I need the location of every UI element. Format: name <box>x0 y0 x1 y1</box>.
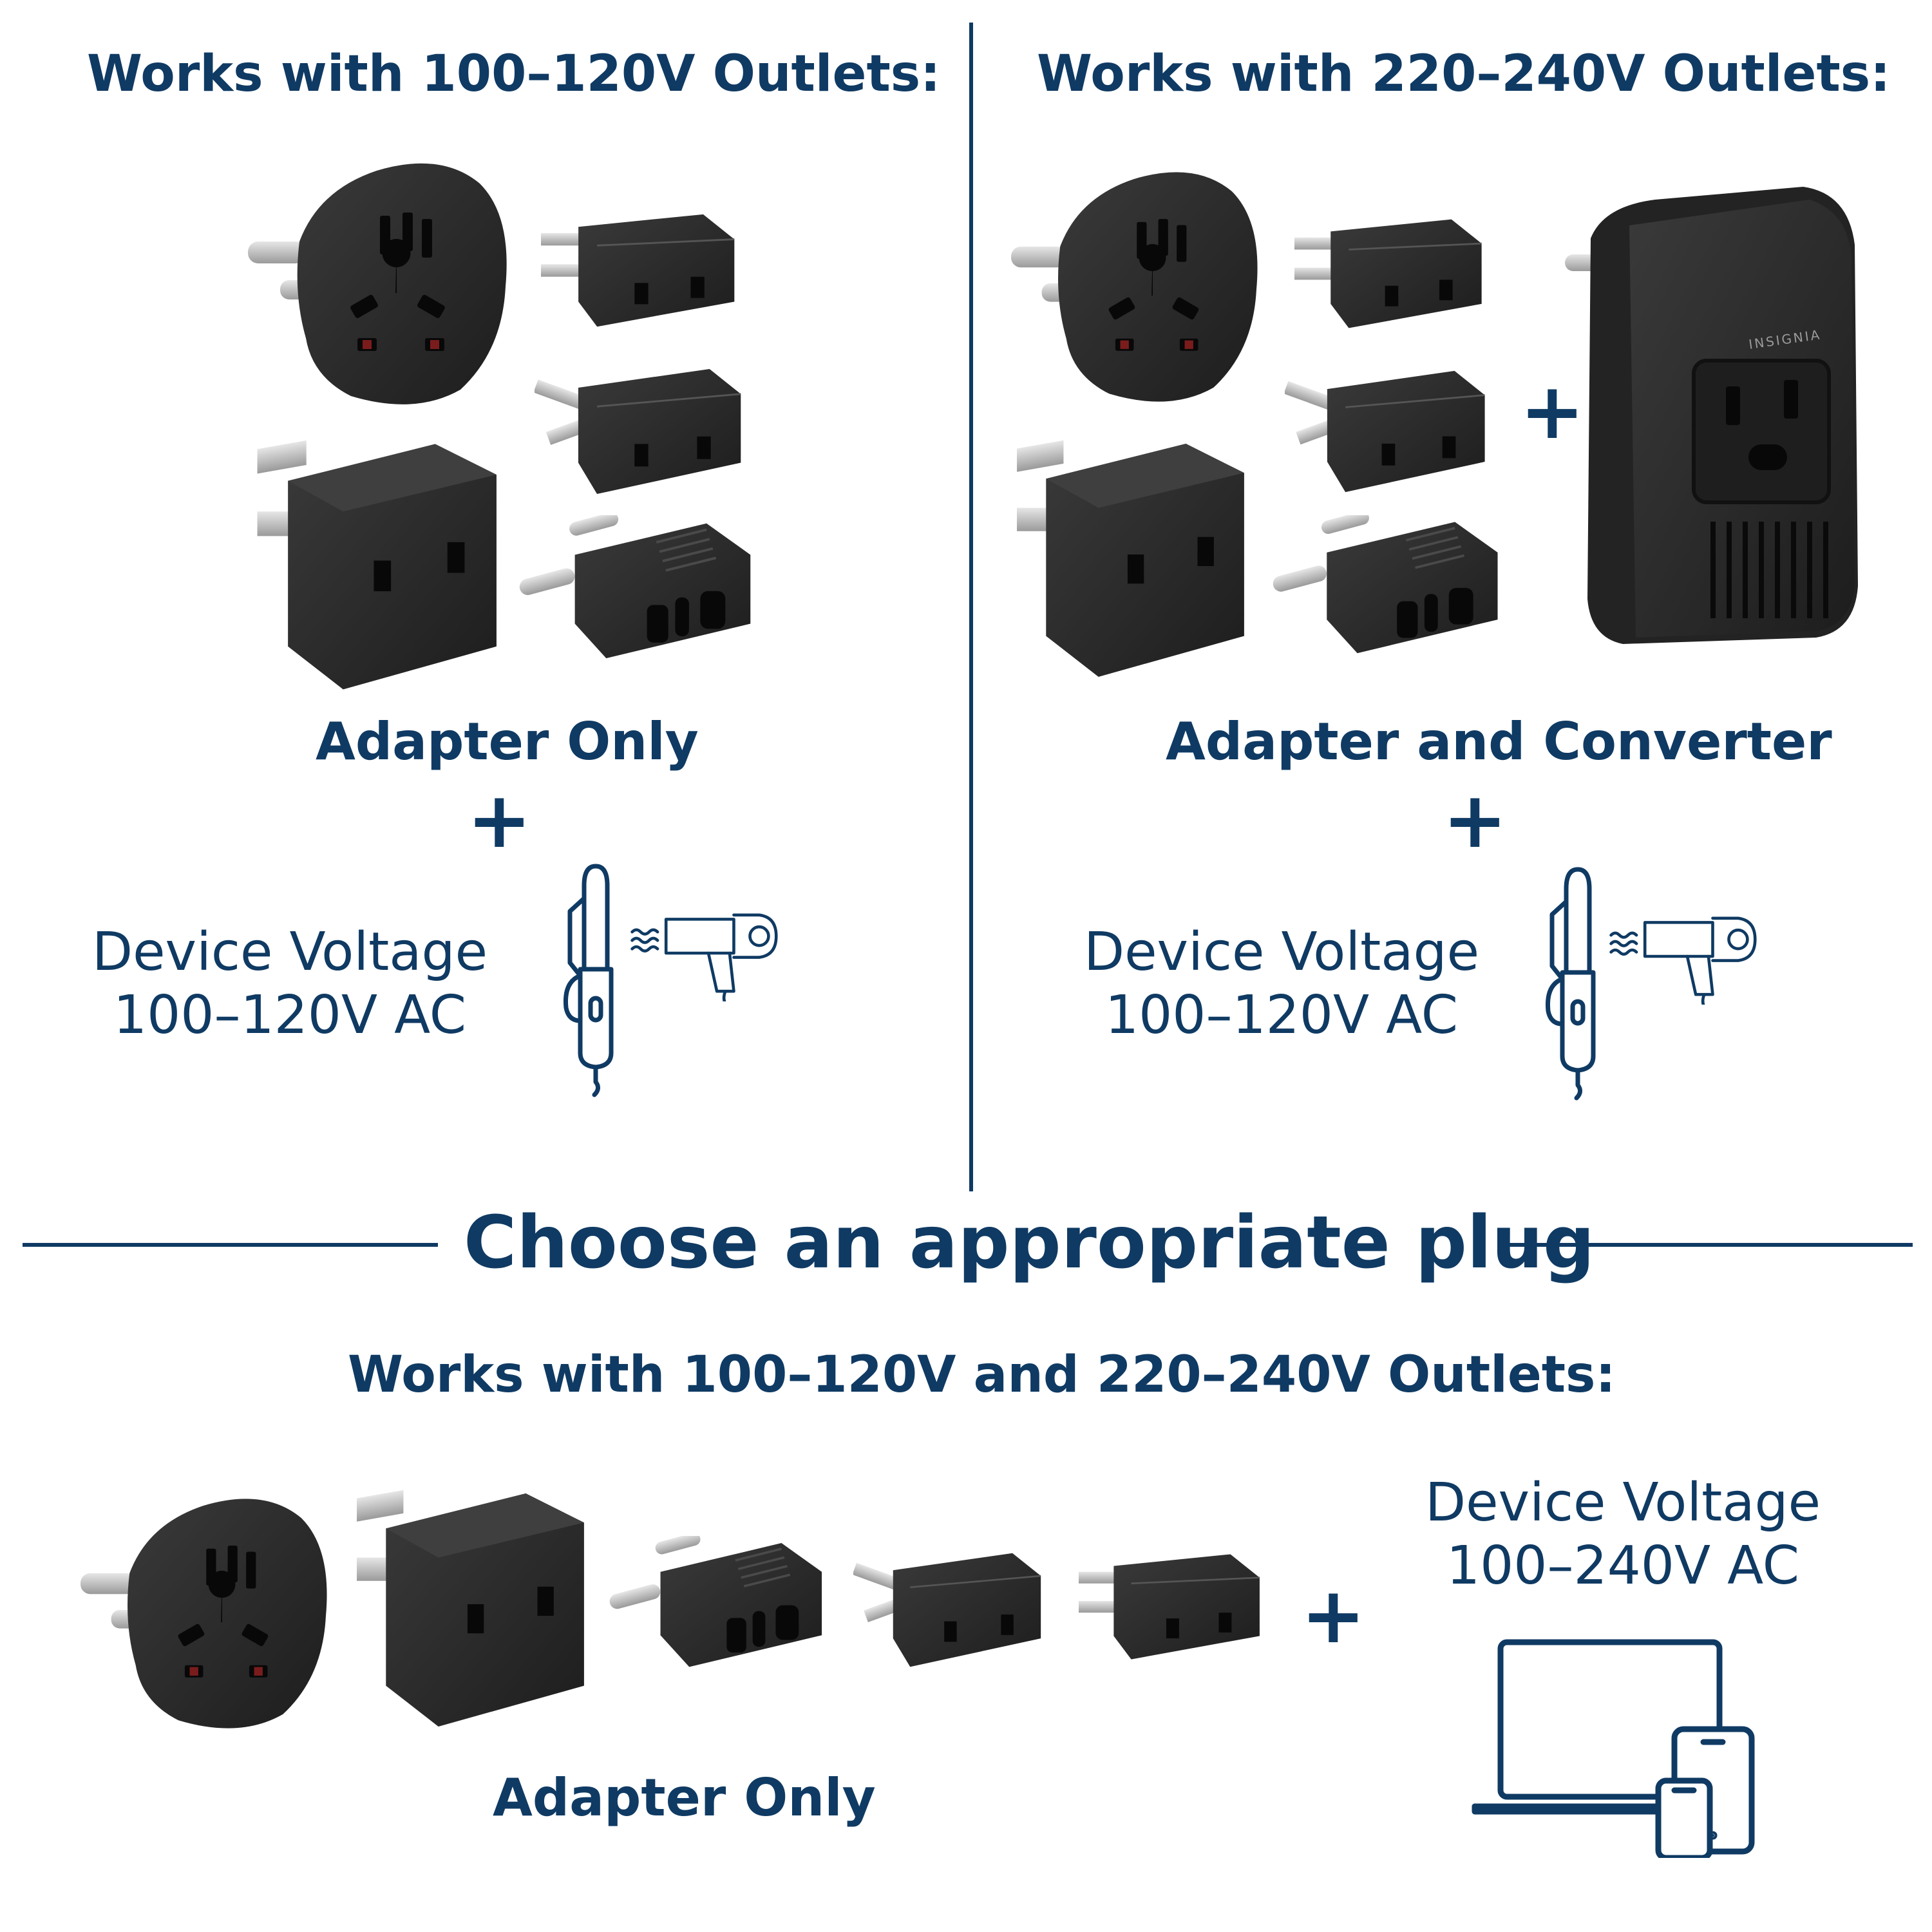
universal-adapter-icon <box>248 145 518 415</box>
left-panel-caption: Adapter Only <box>316 712 699 772</box>
left-plus: + <box>467 776 532 866</box>
curling-iron-icon <box>1539 863 1616 1101</box>
adapter-converter-plus: + <box>1520 367 1585 457</box>
au-plug-adapter-icon <box>1285 364 1491 499</box>
universal-adapter-icon <box>80 1481 338 1739</box>
right-voltage-line1: Device Voltage <box>1083 922 1480 983</box>
us-plug-adapter-icon <box>1079 1546 1265 1668</box>
au-plug-adapter-icon <box>853 1546 1046 1674</box>
left-panel-title: Works with 100–120V Outlets: <box>87 45 941 103</box>
right-panel-caption: Adapter and Converter <box>1166 712 1832 772</box>
uk-plug-adapter-icon <box>251 438 509 696</box>
bottom-title: Works with 100–120V and 220–240V Outlets… <box>348 1346 1616 1404</box>
divider-rule-left <box>23 1243 438 1247</box>
vertical-divider <box>969 23 973 1191</box>
hair-dryer-icon <box>628 905 789 1001</box>
eu-plug-adapter-icon <box>609 1536 828 1671</box>
curling-iron-icon <box>557 860 634 1098</box>
divider-heading: Choose an appropriate plug <box>464 1201 1595 1285</box>
hair-dryer-icon <box>1607 908 1768 1005</box>
right-plus: + <box>1443 776 1508 866</box>
right-voltage-line2: 100–120V AC <box>1104 985 1459 1046</box>
uk-plug-adapter-icon <box>351 1488 596 1732</box>
laptop-tablet-phone-icon <box>1468 1639 1771 1858</box>
divider-rule-right <box>1501 1243 1913 1247</box>
left-voltage-line2: 100–120V AC <box>113 985 467 1046</box>
bottom-caption: Adapter Only <box>493 1768 876 1828</box>
bottom-voltage-line2: 100–240V AC <box>1446 1535 1800 1597</box>
us-plug-adapter-icon <box>1294 213 1488 335</box>
universal-adapter-icon <box>1011 155 1269 412</box>
bottom-voltage-line1: Device Voltage <box>1425 1472 1821 1533</box>
voltage-converter-icon: INSIGNIA <box>1565 187 1861 650</box>
left-voltage-line1: Device Voltage <box>91 922 488 983</box>
uk-plug-adapter-icon <box>1011 438 1256 683</box>
bottom-device-voltage: Device Voltage 100–240V AC <box>1417 1472 1829 1598</box>
bottom-plus: + <box>1301 1571 1366 1661</box>
eu-plug-adapter-icon <box>518 515 757 663</box>
eu-plug-adapter-icon <box>1272 515 1504 657</box>
right-panel-title: Works with 220–240V Outlets: <box>1037 45 1891 103</box>
au-plug-adapter-icon <box>535 361 747 502</box>
left-device-voltage: Device Voltage 100–120V AC <box>90 921 489 1048</box>
us-plug-adapter-icon <box>541 206 741 335</box>
right-device-voltage: Device Voltage 100–120V AC <box>1082 921 1481 1048</box>
